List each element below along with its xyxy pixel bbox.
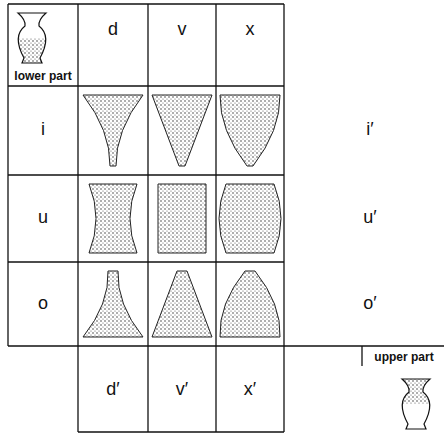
vessel-profile: [158, 184, 206, 253]
table-label: d′: [106, 380, 119, 400]
table-label: u: [38, 208, 48, 228]
vase-outline: [18, 13, 46, 63]
vase-icon: [402, 379, 430, 429]
grid-line: [215, 4, 216, 432]
grid-line: [8, 261, 284, 262]
vessel-profile: [219, 184, 281, 253]
grid-line: [284, 345, 444, 346]
grid-lines: [8, 4, 444, 432]
table-label: u′: [363, 208, 376, 228]
grid-line: [147, 4, 148, 432]
table-label: x′: [244, 380, 256, 400]
vessel-profile: [152, 271, 212, 337]
grid-line: [8, 3, 284, 4]
vessel-profile: [152, 95, 212, 166]
vase-stipple: [18, 38, 46, 63]
table-label: o: [38, 294, 48, 314]
table-label: d: [108, 20, 118, 40]
vessel-profile: [220, 95, 280, 166]
grid-line: [8, 174, 284, 175]
table-label: i′: [366, 120, 373, 140]
vessel-profile: [220, 271, 280, 337]
vase-stipple: [402, 379, 430, 404]
vessel-profile: [89, 184, 137, 253]
table-label: v′: [176, 380, 188, 400]
vase-icon: [18, 13, 46, 63]
profile-shapes: [83, 95, 281, 337]
vessel-profile: [83, 271, 143, 337]
grid-line: [361, 346, 362, 366]
grid-line: [8, 85, 284, 86]
table-label: v: [178, 20, 187, 40]
vessel-profile: [83, 95, 143, 166]
table-label: o′: [363, 294, 376, 314]
vase-icons: [18, 13, 430, 429]
grid-line: [77, 4, 78, 432]
table-label: x: [246, 20, 255, 40]
grid-line: [78, 431, 284, 432]
table-label: i: [41, 120, 45, 140]
table-label: upper part: [374, 351, 433, 364]
table-label: lower part: [14, 70, 71, 83]
vase-outline: [402, 379, 430, 429]
grid-line: [8, 345, 284, 346]
grid-line: [283, 4, 284, 432]
